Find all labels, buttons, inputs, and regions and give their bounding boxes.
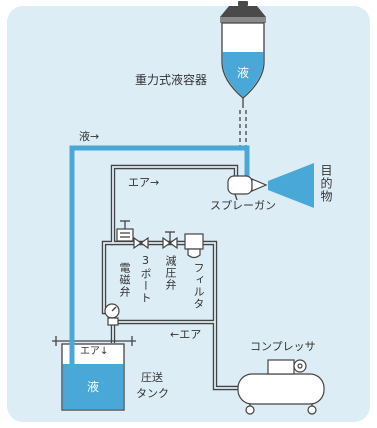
background-panel (7, 6, 370, 422)
pressure-reducing-valve (162, 231, 178, 250)
compressor-wheel-left (245, 405, 255, 415)
tank-liquid-label: 液 (87, 380, 100, 394)
air-filter (184, 233, 204, 259)
gun-body (227, 175, 253, 195)
compressor-motor (267, 359, 295, 375)
target-label: 目的物 (319, 164, 333, 203)
pressure-gauge (104, 303, 120, 326)
solenoid-valve-label-col2: 電磁弁 (118, 262, 131, 298)
air-to-tank-label: ←エア (170, 328, 202, 341)
container-knob (238, 1, 248, 6)
solenoid-coil (116, 228, 134, 242)
solenoid-valve-label-col1: 3ポート (139, 254, 152, 304)
pressure-tank-label-line1: 圧送 (141, 371, 163, 384)
liquid-flow-label: 液→ (79, 130, 100, 143)
gravity-container (220, 1, 266, 146)
compressor-label: コンプレッサ (250, 340, 316, 353)
compressor-wheel-right (307, 405, 317, 415)
three-port-solenoid-valve (116, 220, 149, 250)
liquid-pipe (69, 145, 250, 400)
reducing-valve-label: 減圧弁 (164, 255, 177, 291)
tank-air-label: エア↓ (80, 346, 109, 357)
spray-gun-label: スプレーガン (210, 199, 276, 212)
gun-nozzle (251, 178, 268, 192)
air-to-gun-label: エア→ (128, 176, 160, 189)
spray-gun (227, 175, 268, 201)
spray-to-target (268, 163, 314, 208)
container-rim (220, 17, 266, 23)
compressor-tank (237, 373, 325, 405)
gravity-container-label: 重力式液容器 (135, 73, 208, 87)
compressor (237, 359, 325, 415)
gravity-container-liquid-label: 液 (237, 66, 250, 80)
container-lid (220, 6, 266, 17)
filter-label: フィルタ (192, 262, 205, 310)
container-liquid (222, 52, 264, 97)
pressure-tank-label-line2: タンク (136, 387, 169, 400)
gauge-connector (107, 317, 119, 326)
